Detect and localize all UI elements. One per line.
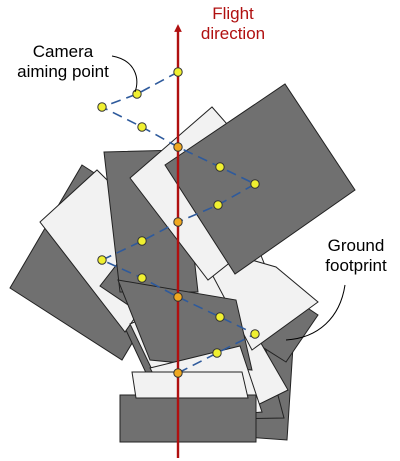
camera-aiming-point-label-line2: aiming point bbox=[17, 62, 109, 81]
flight-direction-label-line2: direction bbox=[200, 24, 266, 43]
aiming-point bbox=[132, 89, 142, 99]
ground-footprints bbox=[9, 83, 356, 443]
footprint-dark bbox=[117, 279, 253, 371]
aiming-point bbox=[173, 368, 183, 378]
aiming-point bbox=[137, 273, 147, 283]
ground-footprint-label-line1: Ground bbox=[327, 236, 385, 255]
footprint-light bbox=[131, 371, 249, 399]
aiming-point bbox=[173, 217, 183, 227]
footprint-dark bbox=[119, 394, 257, 443]
aiming-point bbox=[137, 236, 147, 246]
flight-direction-label-line1: Flight bbox=[212, 4, 254, 23]
aiming-point bbox=[97, 255, 107, 265]
aiming-point bbox=[97, 102, 107, 112]
aiming-point bbox=[215, 162, 225, 172]
aiming-point bbox=[213, 200, 223, 210]
footprint-dark bbox=[164, 83, 356, 275]
aiming-point bbox=[212, 348, 222, 358]
aiming-point bbox=[173, 67, 183, 77]
aiming-point bbox=[250, 179, 260, 189]
ground-footprint-label-line2: footprint bbox=[325, 256, 387, 275]
aiming-point bbox=[215, 312, 225, 322]
aiming-point bbox=[173, 292, 183, 302]
camera-aiming-points bbox=[97, 67, 260, 378]
aiming-point bbox=[173, 142, 183, 152]
aiming-point bbox=[137, 122, 147, 132]
camera-label-leader bbox=[111, 55, 138, 93]
flight-direction-label: Flight direction bbox=[178, 4, 288, 44]
ground-footprint-label: Ground footprint bbox=[312, 236, 400, 276]
camera-aiming-point-label-line1: Camera bbox=[32, 42, 94, 61]
aiming-point bbox=[250, 329, 260, 339]
camera-aiming-point-label: Camera aiming point bbox=[0, 42, 126, 82]
ground-label-leader bbox=[285, 284, 346, 341]
